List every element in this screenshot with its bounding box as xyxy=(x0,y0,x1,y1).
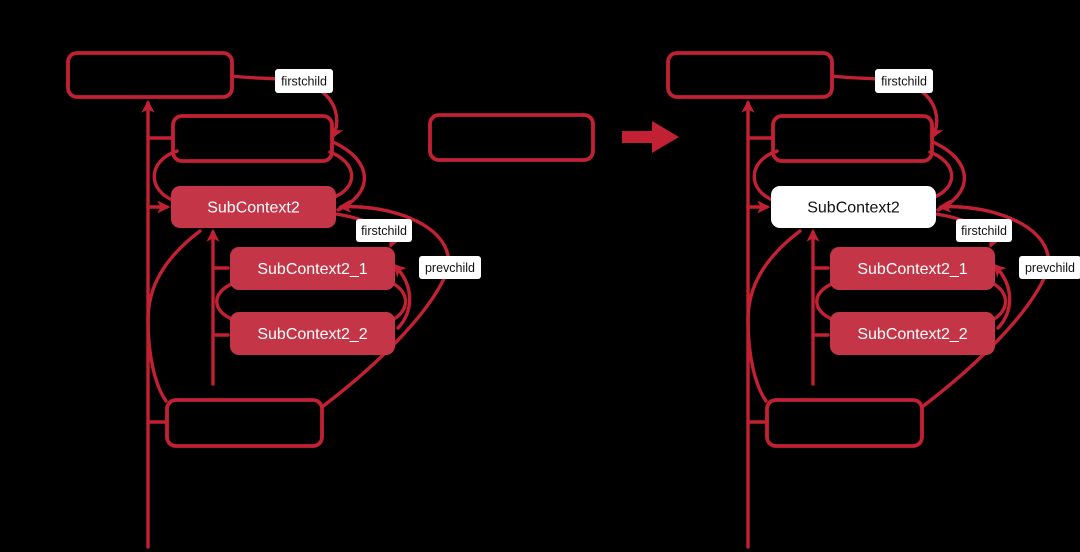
transition-group xyxy=(428,113,679,162)
chip-label-firstchild-inner: firstchild xyxy=(961,224,1007,238)
edge-child-arc-left xyxy=(815,281,836,322)
transition-box xyxy=(428,113,595,162)
edge-child-arc-right-b xyxy=(392,263,412,330)
edge-sibling-arc-right-b xyxy=(331,140,367,212)
node-subcontext2-1 xyxy=(230,247,395,290)
chip-firstchild-inner xyxy=(956,219,1012,242)
chip-label-prevchild: prevchild xyxy=(1025,261,1075,275)
chip-prevchild xyxy=(419,256,481,279)
chip-prevchild xyxy=(1019,256,1080,279)
node-parent xyxy=(666,51,834,99)
edge-prevchild xyxy=(920,199,1051,409)
chip-firstchild-inner xyxy=(356,219,412,242)
right-arrow-icon xyxy=(622,121,679,153)
edge-child-arc-right-a xyxy=(990,281,1008,322)
chip-label-prevchild: prevchild xyxy=(425,261,475,275)
node-subcontext2-1 xyxy=(830,247,995,290)
edge-sibling-arc-right-a xyxy=(328,150,354,200)
edge-child-arc-left xyxy=(215,281,236,322)
node-subcontext2-2 xyxy=(830,312,995,355)
node-subcontext2 xyxy=(771,186,936,228)
right-arrow-tail xyxy=(622,131,654,143)
edge-child-arc-right-b xyxy=(992,263,1012,330)
node-label-subcontext2: SubContext2 xyxy=(807,200,900,217)
edge-sibling-arc-right-b xyxy=(931,140,967,212)
chip-label-firstchild-inner: firstchild xyxy=(361,224,407,238)
node-sibling-top xyxy=(771,114,934,163)
node-label-subcontext2-2: SubContext2_2 xyxy=(257,326,367,343)
node-parent xyxy=(66,51,234,99)
edge-long-sibling-left xyxy=(746,229,802,403)
node-sibling-bottom xyxy=(765,398,924,448)
edge-child-arc-right-a xyxy=(390,281,408,322)
edge-long-sibling-left xyxy=(146,229,202,403)
node-label-subcontext2-1: SubContext2_1 xyxy=(857,261,967,278)
node-sibling-top xyxy=(171,114,334,163)
right-arrow-head xyxy=(652,121,679,153)
chip-label-firstchild-top: firstchild xyxy=(881,75,927,89)
node-label-subcontext2: SubContext2 xyxy=(207,200,300,217)
chip-firstchild-top xyxy=(875,69,933,93)
edge-sibling-arc-left xyxy=(152,149,179,203)
chip-firstchild-top xyxy=(275,69,333,93)
node-label-subcontext2-2: SubContext2_2 xyxy=(857,326,967,343)
node-sibling-bottom xyxy=(165,398,324,448)
node-subcontext2 xyxy=(171,186,336,228)
edge-sibling-arc-left xyxy=(752,149,779,203)
chip-label-firstchild-top: firstchild xyxy=(281,75,327,89)
node-label-subcontext2-1: SubContext2_1 xyxy=(257,261,367,278)
edge-prevchild xyxy=(320,199,451,409)
edge-sibling-arc-right-a xyxy=(928,150,954,200)
node-subcontext2-2 xyxy=(230,312,395,355)
